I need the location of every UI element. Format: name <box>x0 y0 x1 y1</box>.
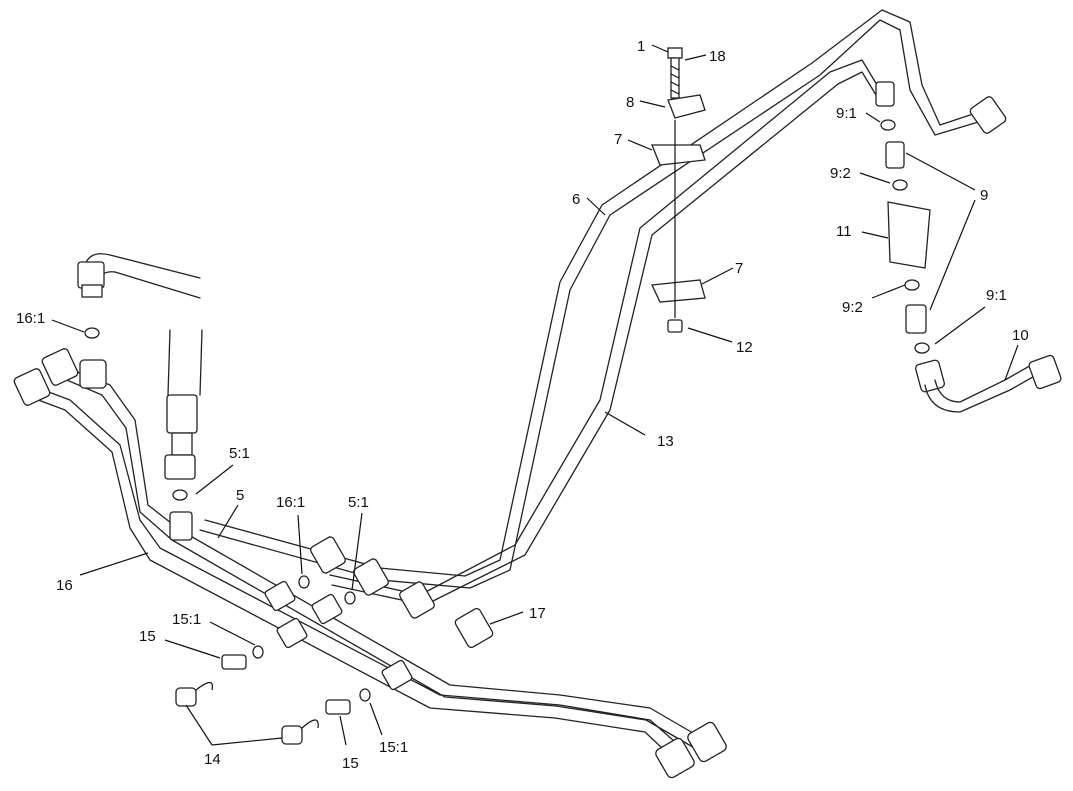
tube-16 <box>24 384 691 766</box>
callout-5-1-left: 5:1 <box>229 445 250 462</box>
callout-1: 1 <box>637 38 645 55</box>
hose-fitting-upper <box>77 261 105 289</box>
callout-labels: 1 18 8 7 6 7 12 13 9:1 9:2 9 11 9:2 9:1 … <box>16 38 1029 772</box>
callout-15-1-bottom: 15:1 <box>379 739 408 756</box>
hose-upper <box>77 253 201 299</box>
nut-17 <box>454 607 494 649</box>
callout-18: 18 <box>709 48 726 65</box>
callout-6: 6 <box>572 191 580 208</box>
callout-9-1-top: 9:1 <box>836 105 857 122</box>
tube-6 <box>199 9 986 589</box>
hose-vertical <box>164 329 203 480</box>
tube-13 <box>329 59 881 606</box>
callout-15-1-left: 15:1 <box>172 611 201 628</box>
clamp-half-7-top <box>651 144 706 166</box>
leader-lines <box>51 44 1019 746</box>
callout-16: 16 <box>56 577 73 594</box>
callout-8: 8 <box>626 94 634 111</box>
callout-11: 11 <box>836 223 852 240</box>
quick-couplers <box>175 654 351 745</box>
bolt-head-1 <box>667 47 683 59</box>
o-rings <box>84 119 930 702</box>
callout-16-1-left: 16:1 <box>16 310 45 327</box>
cap-14-b <box>281 725 303 745</box>
callout-7-top: 7 <box>614 131 622 148</box>
tube-10 <box>924 354 1062 413</box>
callout-9-2-bottom: 9:2 <box>842 299 863 316</box>
callout-10: 10 <box>1012 327 1029 344</box>
callout-12: 12 <box>736 339 753 356</box>
block-11 <box>887 201 931 269</box>
callout-5-1-mid: 5:1 <box>348 494 369 511</box>
left-end-fittings <box>13 348 193 541</box>
callout-9-2-top: 9:2 <box>830 165 851 182</box>
clamp-assembly <box>651 47 706 333</box>
callout-17: 17 <box>529 605 546 622</box>
callout-15-left: 15 <box>139 628 156 645</box>
callout-13: 13 <box>657 433 674 450</box>
top-right-fitting <box>969 96 1007 134</box>
valve-block <box>875 81 945 393</box>
callout-15-bottom: 15 <box>342 755 359 772</box>
clip-8 <box>667 94 706 119</box>
callout-9-1-bottom: 9:1 <box>986 287 1007 304</box>
callout-7-bottom: 7 <box>735 260 743 277</box>
bottom-right-fittings <box>655 721 727 779</box>
callout-5: 5 <box>236 487 244 504</box>
callout-14: 14 <box>204 751 221 768</box>
callout-9: 9 <box>980 187 988 204</box>
nut-12 <box>667 319 683 333</box>
clamp-half-7-bottom <box>651 279 706 303</box>
tube-nuts <box>264 536 494 691</box>
tube-5 <box>54 364 706 751</box>
cap-14-a <box>175 687 197 707</box>
callout-16-1-mid: 16:1 <box>276 494 305 511</box>
hose-nut-upper <box>81 284 103 298</box>
